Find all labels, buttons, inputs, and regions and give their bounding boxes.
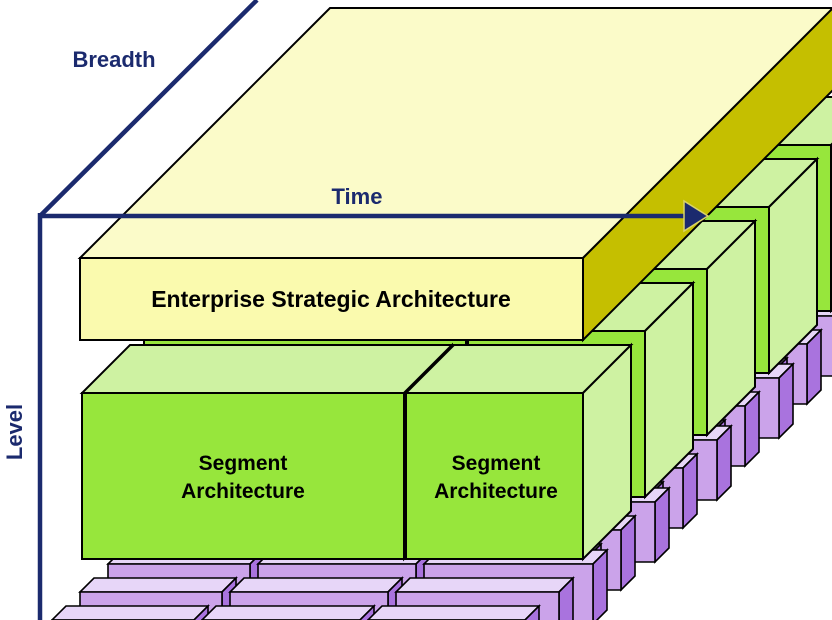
solution-box-row0-step2-seg0-top-face <box>50 605 210 620</box>
level-axis-label: Level <box>2 404 27 460</box>
solution-box-row3-step1-seg0-right-face <box>744 390 760 468</box>
enterprise-label: Enterprise Strategic Architecture <box>151 286 511 312</box>
axis-labels: Breadth Time Level <box>2 47 382 460</box>
time-axis-label: Time <box>332 184 383 209</box>
solution-box-row0-step2-seg2-top-face <box>366 605 541 620</box>
axes <box>37 0 710 620</box>
segment-label-2-line-2: Architecture <box>434 480 558 503</box>
solution-box-row2-step1-seg0-right-face <box>682 452 698 530</box>
segment-box-a-row0-front-face <box>81 392 405 560</box>
time-axis-arrowhead-icon <box>683 199 710 233</box>
solution-box-row0-step1-seg2-right-face <box>558 576 574 620</box>
enterprise-slab-front-face <box>79 257 584 341</box>
breadth-axis <box>38 0 259 218</box>
segment-label-1-line-1: Segment <box>199 452 288 475</box>
solution-box-row1-step0-seg0-right-face <box>654 486 670 564</box>
solution-box-row0-step1-seg1-top-face <box>228 577 404 593</box>
segment-box-b-row0-front-face <box>405 392 584 560</box>
solution-box-row2-step0-seg0-right-face <box>716 424 732 502</box>
scene-3d-boxes <box>50 7 832 620</box>
solution-box-row1-step1-seg0-right-face <box>620 514 636 592</box>
solution-box-row0-step2-seg2-right-face <box>524 604 540 620</box>
solution-box-row3-step0-seg0-right-face <box>778 362 794 440</box>
segment-label-1-line-2: Architecture <box>181 480 305 503</box>
box-labels: Enterprise Strategic Architecture Segmen… <box>151 286 558 503</box>
segment-label-2-line-1: Segment <box>452 452 541 475</box>
solution-box-row0-step2-seg1-top-face <box>200 605 376 620</box>
solution-box-row0-step1-seg2-top-face <box>394 577 575 593</box>
segment-box-a-row0-top-face <box>79 344 455 394</box>
breadth-axis-label: Breadth <box>72 47 155 72</box>
solution-box-row4-step1-seg0-right-face <box>806 328 822 406</box>
solution-box-row0-step1-seg0-top-face <box>78 577 238 593</box>
